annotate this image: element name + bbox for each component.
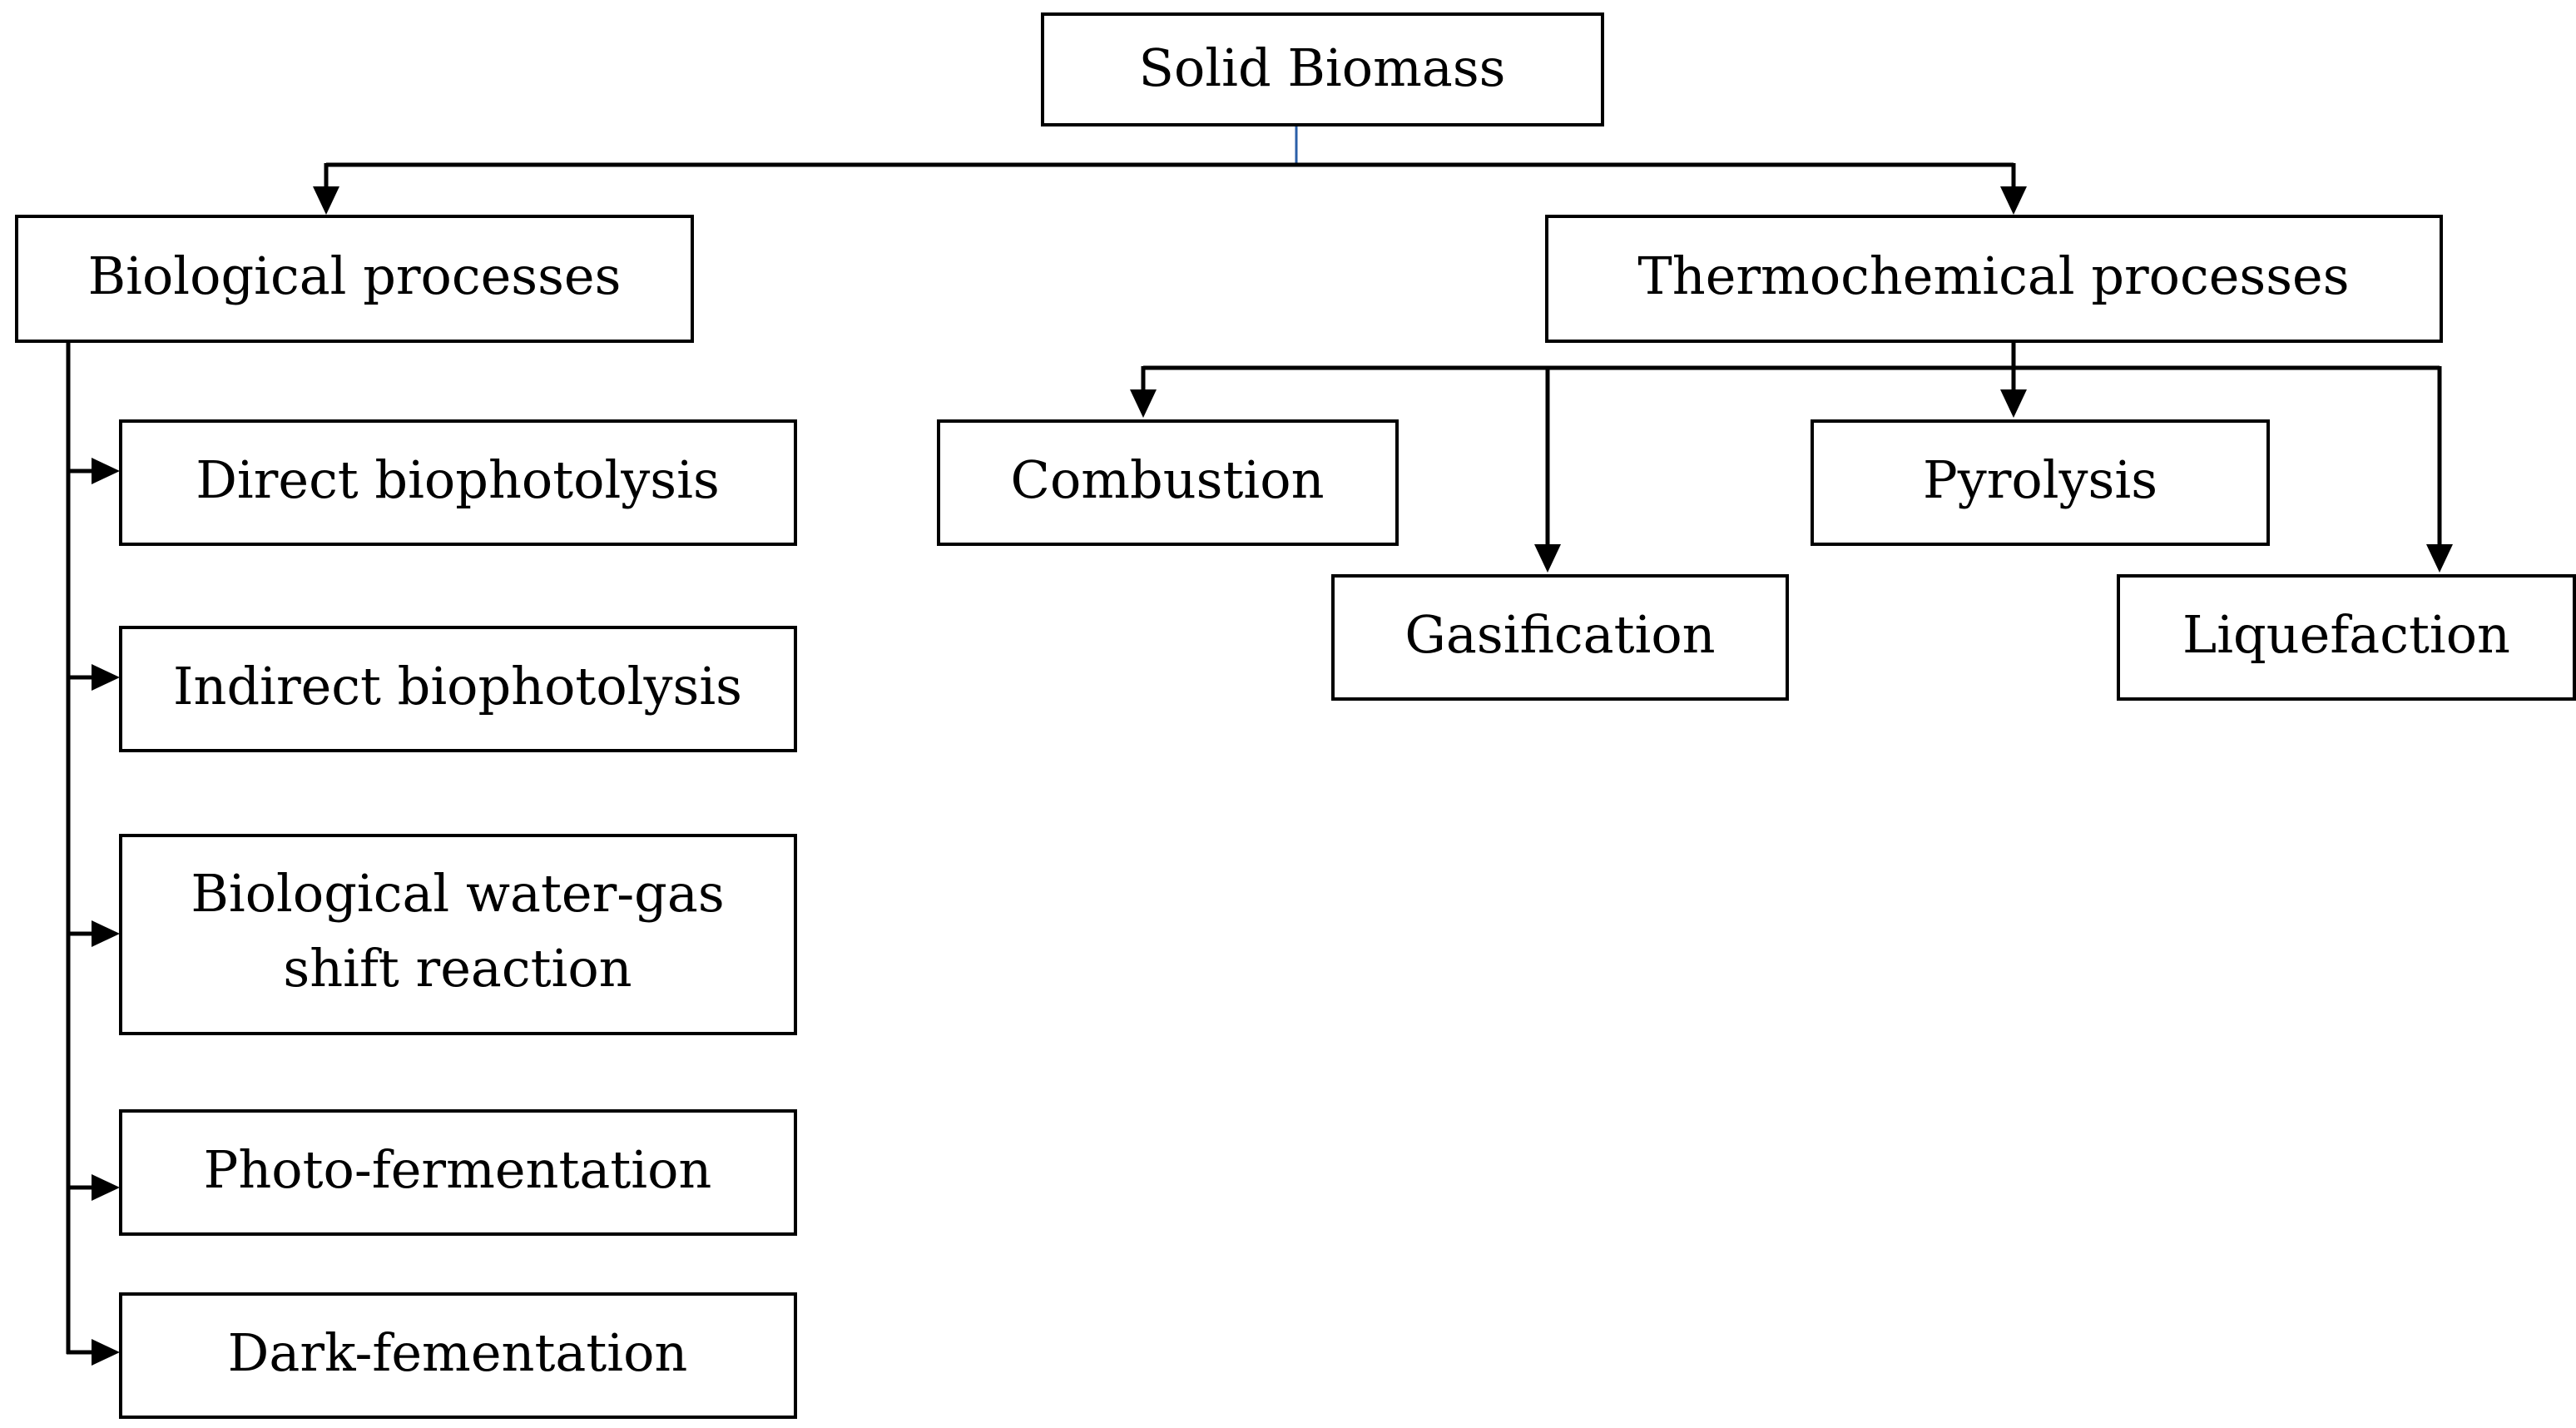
process-label: Dark-fementation	[228, 1322, 688, 1383]
branch-label: Biological processes	[88, 245, 622, 306]
process-label: Direct biophotolysis	[196, 449, 720, 510]
root-label: Solid Biomass	[1139, 37, 1506, 98]
process-node-liquefaction: Liquefaction	[2117, 574, 2576, 701]
process-label: Gasification	[1404, 604, 1715, 665]
process-label: Photo-fermentation	[204, 1139, 712, 1200]
branch-node-thermochemical: Thermochemical processes	[1545, 215, 2443, 343]
root-node: Solid Biomass	[1041, 12, 1604, 126]
process-node-indirect-biophotolysis: Indirect biophotolysis	[119, 626, 797, 752]
process-node-photo-fermentation: Photo-fermentation	[119, 1109, 797, 1236]
process-node-combustion: Combustion	[937, 419, 1399, 546]
process-label: Combustion	[1011, 449, 1325, 510]
branch-label: Thermochemical processes	[1637, 245, 2349, 306]
process-node-direct-biophotolysis: Direct biophotolysis	[119, 419, 797, 546]
process-label: Pyrolysis	[1923, 449, 2157, 510]
process-label: Indirect biophotolysis	[173, 656, 742, 716]
connector-lines	[66, 125, 2453, 1366]
process-node-gasification: Gasification	[1331, 574, 1789, 701]
process-node-pyrolysis: Pyrolysis	[1811, 419, 2270, 546]
process-node-dark-fermentation: Dark-fementation	[119, 1292, 797, 1419]
branch-node-biological: Biological processes	[15, 215, 694, 343]
process-label: Liquefaction	[2182, 604, 2510, 665]
